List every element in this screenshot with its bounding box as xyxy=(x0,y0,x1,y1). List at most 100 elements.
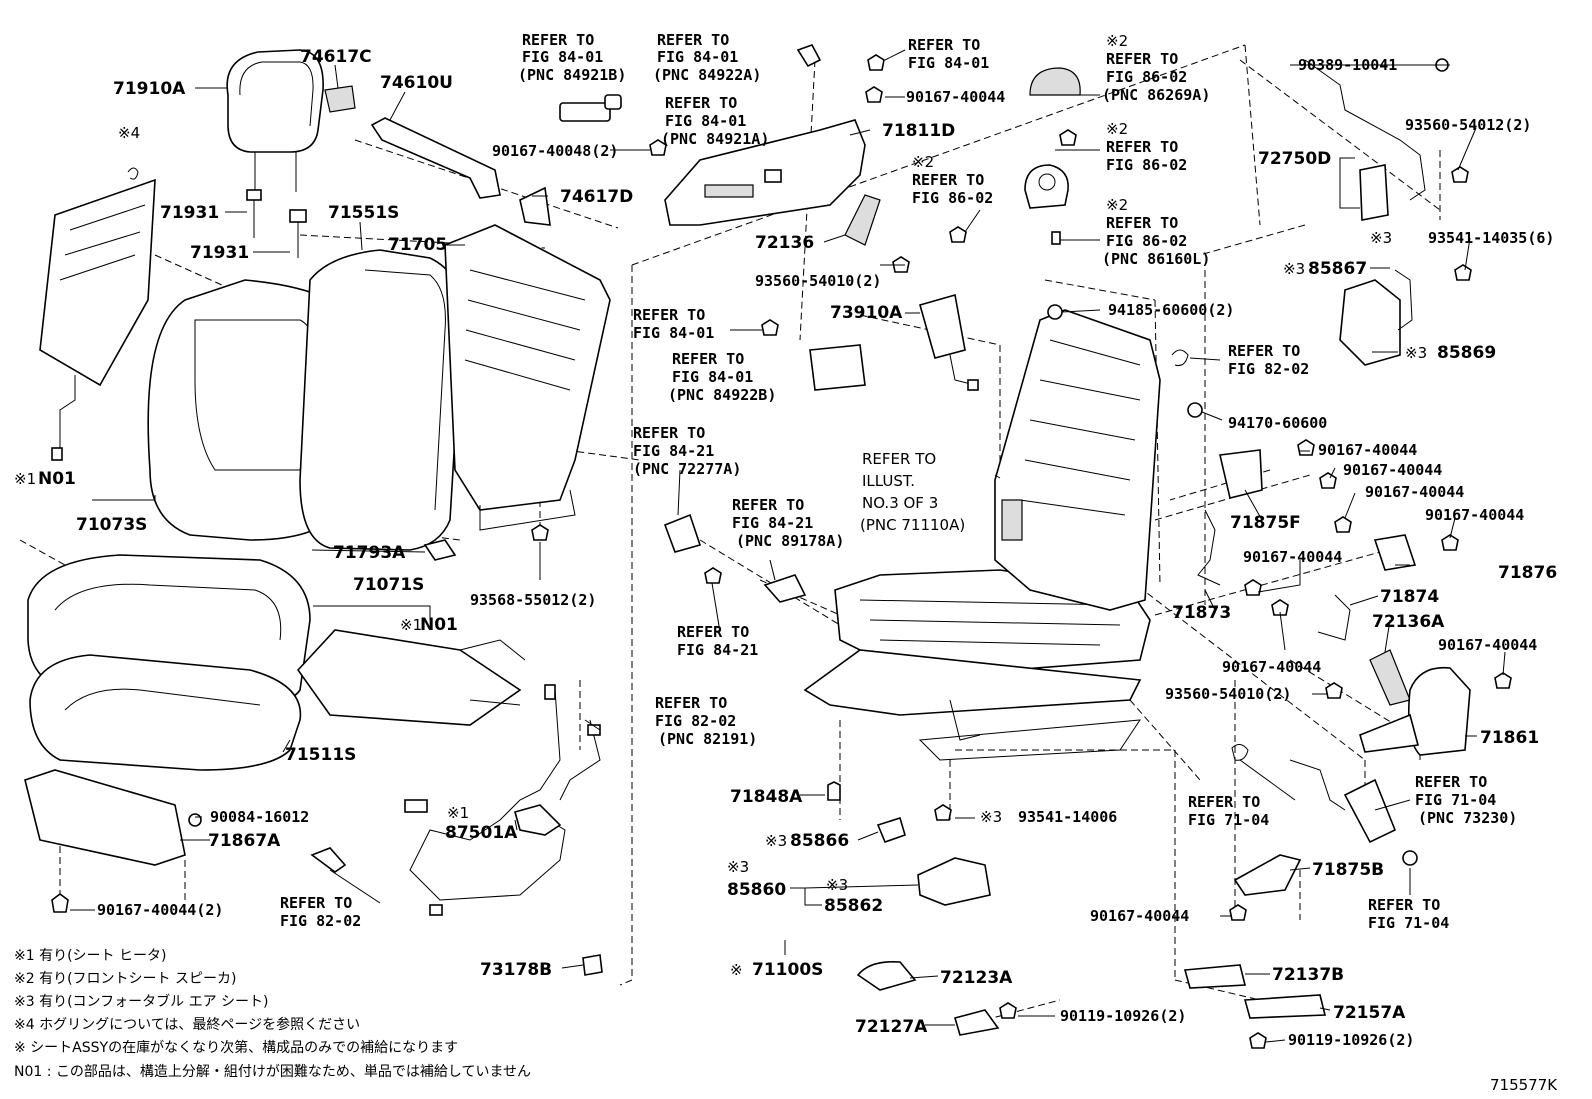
clip-82-02-drawing xyxy=(310,847,347,873)
label-85862: 85862 xyxy=(824,896,883,916)
mark-2-b: ※2 xyxy=(1106,120,1128,138)
svg-text:FIG 84-01: FIG 84-01 xyxy=(657,48,738,66)
mark-3-d: ※3 xyxy=(980,808,1002,826)
leader-lines xyxy=(70,49,1506,1043)
footnotes: ※1 有り(シート ヒータ) ※2 有り(フロントシート スピーカ) ※3 有り… xyxy=(14,948,531,1080)
label-90167-40048: 90167-40048(2) xyxy=(492,142,618,160)
pad-72157a-drawing xyxy=(1243,994,1327,1019)
svg-text:(PNC 84921B): (PNC 84921B) xyxy=(518,66,626,84)
svg-text:FIG 71-04: FIG 71-04 xyxy=(1368,914,1449,932)
label-90389-10041: 90389-10041 xyxy=(1298,56,1397,74)
svg-text:FIG 86-02: FIG 86-02 xyxy=(1106,156,1187,174)
label-90167-40044-r5: 90167-40044 xyxy=(1243,548,1342,566)
label-74617D: 74617D xyxy=(560,187,633,207)
recliner-motor-drawing xyxy=(1001,499,1023,541)
svg-text:(PNC 84922A): (PNC 84922A) xyxy=(653,66,761,84)
label-71867A: 71867A xyxy=(208,831,281,851)
label-72123A: 72123A xyxy=(940,968,1013,988)
seatback-pad-drawing xyxy=(299,249,463,551)
svg-text:REFER TO: REFER TO xyxy=(1106,50,1178,68)
svg-text:FIG 84-01: FIG 84-01 xyxy=(908,54,989,72)
svg-text:REFER TO: REFER TO xyxy=(912,171,984,189)
svg-text:ILLUST.: ILLUST. xyxy=(862,472,915,490)
mark-4: ※4 xyxy=(118,124,140,142)
label-87501A: 87501A xyxy=(445,823,518,843)
label-93560-54010-a: 93560-54010(2) xyxy=(755,272,881,290)
pad-72127a-drawing xyxy=(954,1009,1000,1036)
label-93560-54012: 93560-54012(2) xyxy=(1405,116,1531,134)
lumbar-support-drawing xyxy=(1359,164,1389,221)
bracket-71874-drawing xyxy=(1317,594,1351,641)
svg-text:(PNC 82191): (PNC 82191) xyxy=(658,730,757,748)
speaker-drawing xyxy=(1024,164,1069,209)
diagram-id: 715577K xyxy=(1490,1076,1558,1094)
label-90167-40044-r1: 90167-40044 xyxy=(1318,441,1417,459)
label-90084-16012: 90084-16012 xyxy=(210,808,309,826)
label-71793A: 71793A xyxy=(333,543,406,563)
svg-text:REFER TO: REFER TO xyxy=(1368,896,1440,914)
svg-text:(PNC 73230): (PNC 73230) xyxy=(1418,809,1517,827)
label-90167-40044-r3: 90167-40044 xyxy=(1365,483,1464,501)
label-90167-40044-2: 90167-40044(2) xyxy=(97,901,223,919)
svg-text:FIG 86-02: FIG 86-02 xyxy=(1106,68,1187,86)
pad-72137b-drawing xyxy=(1183,964,1247,989)
label-85866: 85866 xyxy=(790,831,849,851)
mark-3-c: ※3 xyxy=(1405,344,1427,362)
seat-rail-drawing xyxy=(803,649,1142,716)
bracket-71873-drawing xyxy=(1197,509,1221,586)
note-2: ※2 有り(フロントシート スピーカ) xyxy=(14,971,236,987)
label-71511S: 71511S xyxy=(285,745,356,765)
cushion-heater-drawing xyxy=(296,629,522,726)
fastener-labels: 90167-40048(2) 90167-40044 93560-54010(2… xyxy=(97,56,1554,1049)
svg-text:REFER TO: REFER TO xyxy=(1415,773,1487,791)
label-71861: 71861 xyxy=(1480,728,1539,748)
svg-text:FIG 84-21: FIG 84-21 xyxy=(677,641,758,659)
svg-text:NO.3 OF 3: NO.3 OF 3 xyxy=(862,494,938,512)
svg-text:REFER TO: REFER TO xyxy=(1228,342,1300,360)
svg-text:REFER TO: REFER TO xyxy=(1106,214,1178,232)
label-90167-40044-r4: 90167-40044 xyxy=(1425,506,1524,524)
svg-text:(PNC 86160L): (PNC 86160L) xyxy=(1102,250,1210,268)
clip-73178b-drawing xyxy=(582,954,603,976)
svg-text:FIG 86-02: FIG 86-02 xyxy=(1106,232,1187,250)
svg-text:(PNC 72277A): (PNC 72277A) xyxy=(633,460,741,478)
note-3: ※3 有り(コンフォータブル エア シート) xyxy=(14,993,269,1010)
svg-text:REFER TO: REFER TO xyxy=(665,94,737,112)
part-89178a-drawing xyxy=(763,574,807,603)
speaker-cover-drawing xyxy=(1029,67,1081,96)
headrest-drawing xyxy=(226,49,324,153)
mark-3-e: ※3 xyxy=(765,832,787,850)
valve-85866-drawing xyxy=(876,816,906,844)
svg-text:REFER TO: REFER TO xyxy=(732,496,804,514)
label-93568-55012: 93568-55012(2) xyxy=(470,591,596,609)
svg-text:REFER TO: REFER TO xyxy=(677,623,749,641)
label-N01-lower: N01 xyxy=(420,615,458,635)
mark-2-c: ※2 xyxy=(912,153,934,171)
label-71873: 71873 xyxy=(1172,603,1231,623)
label-85869: 85869 xyxy=(1437,343,1496,363)
label-71910A: 71910A xyxy=(113,79,186,99)
label-71876: 71876 xyxy=(1498,563,1557,583)
label-72136: 72136 xyxy=(755,233,814,253)
label-72137B: 72137B xyxy=(1272,965,1344,985)
svg-text:REFER TO: REFER TO xyxy=(862,450,936,468)
label-72750D: 72750D xyxy=(1258,149,1331,169)
svg-text:FIG 84-01: FIG 84-01 xyxy=(522,48,603,66)
label-71874: 71874 xyxy=(1380,587,1439,607)
svg-text:REFER TO: REFER TO xyxy=(672,350,744,368)
svg-text:(PNC 84921A): (PNC 84921A) xyxy=(661,130,769,148)
ref-illust-no3: REFER TO ILLUST. NO.3 OF 3 (PNC 71110A) xyxy=(860,450,965,534)
svg-text:REFER TO: REFER TO xyxy=(522,31,594,49)
bolt-90167-lower-left-drawing xyxy=(51,893,69,913)
